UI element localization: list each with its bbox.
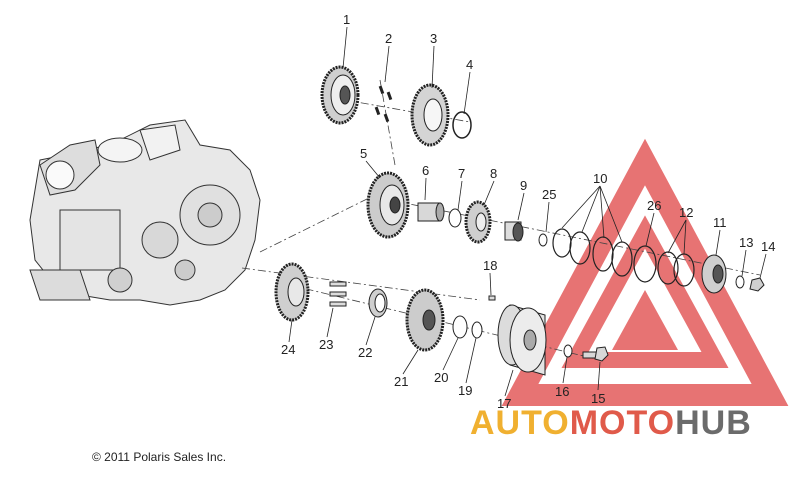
part-13-washer [735, 275, 745, 289]
callout-20: 20 [434, 370, 448, 385]
callout-3: 3 [430, 31, 437, 46]
part-14-nut [749, 277, 765, 292]
callout-7: 7 [458, 166, 465, 181]
part-2-pins [374, 85, 393, 123]
watermark-auto: AUTO [470, 404, 570, 442]
callout-2: 2 [385, 31, 392, 46]
engine-crankcase [29, 119, 261, 306]
callout-21: 21 [394, 374, 408, 389]
callout-8: 8 [490, 166, 497, 181]
callout-18: 18 [483, 258, 497, 273]
callout-22: 22 [358, 345, 372, 360]
part-3-gear [410, 83, 450, 147]
part-10-clutch-plates [552, 228, 633, 277]
callout-6: 6 [422, 163, 429, 178]
callout-23: 23 [319, 337, 333, 352]
part-6-bushing [417, 202, 445, 222]
part-23-bolts [329, 281, 347, 307]
part-19-washer [471, 321, 483, 339]
callout-25: 25 [542, 187, 556, 202]
copyright-notice: © 2011 Polaris Sales Inc. [92, 450, 227, 464]
callout-12: 12 [679, 205, 693, 220]
part-15-bolt [582, 346, 609, 362]
part-7-washer [448, 208, 462, 228]
callout-numbers: 1 2 3 4 5 6 7 8 9 25 10 26 12 11 13 14 1… [281, 12, 775, 411]
callout-15: 15 [591, 391, 605, 406]
callout-10: 10 [593, 171, 607, 186]
callout-13: 13 [739, 235, 753, 250]
part-22-bearing [368, 288, 388, 318]
callout-11: 11 [713, 215, 727, 230]
watermark-wordmark: AUTOMOTOHUB [470, 404, 752, 443]
part-21-gear [405, 288, 445, 352]
part-5-gear [366, 171, 410, 239]
callout-24: 24 [281, 342, 295, 357]
part-16-washer [563, 344, 573, 358]
callout-4: 4 [466, 57, 473, 72]
callout-26: 26 [647, 198, 661, 213]
part-4-circlip [452, 111, 472, 139]
callout-16: 16 [555, 384, 569, 399]
callout-1: 1 [343, 12, 350, 27]
part-26-plate [633, 245, 657, 283]
part-25-washer [538, 233, 548, 247]
watermark-moto: MOTO [569, 404, 676, 442]
part-20-washer [452, 315, 468, 339]
callout-5: 5 [360, 146, 367, 161]
callout-9: 9 [520, 178, 527, 193]
watermark-hub: HUB [675, 404, 752, 442]
part-8-gear [464, 200, 492, 244]
part-18-key [488, 295, 496, 301]
part-11-pressure-plate [701, 254, 727, 294]
callout-17: 17 [497, 396, 511, 411]
callout-leaders [288, 26, 767, 397]
callout-19: 19 [458, 383, 472, 398]
part-24-gear [274, 262, 310, 322]
part-17-clutch-drum [497, 304, 547, 376]
part-1-driven-gear [320, 65, 360, 125]
part-9-hub [504, 221, 524, 242]
watermark-logo [501, 138, 789, 406]
callout-14: 14 [761, 239, 775, 254]
